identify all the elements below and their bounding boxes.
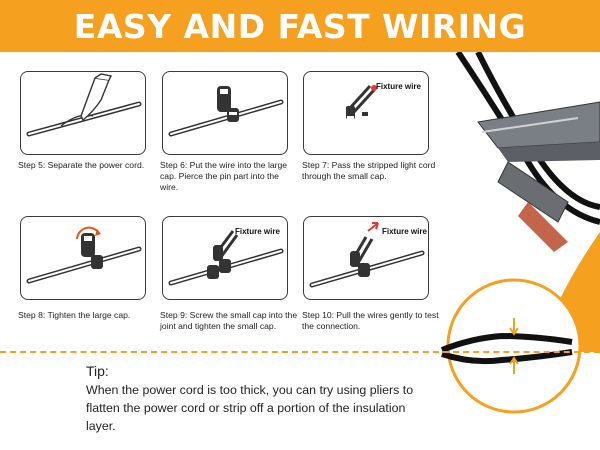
step-10-illustration: Fixture wire [303,216,429,300]
step-9-caption: Step 9: Screw the small cap into the joi… [160,310,298,331]
step-6-illustration [162,71,288,155]
tip-title: Tip: [86,363,109,379]
fixture-wire-label: Fixture wire [382,227,427,236]
separate-cord-drawing [26,73,142,137]
tighten-cap-drawing [26,226,142,284]
small-cap-drawing [346,84,377,119]
step-6-caption: Step 6: Put the wire into the large cap.… [160,160,288,192]
banner-title: EASY AND FAST WIRING [73,6,527,46]
step-8-illustration [20,216,146,300]
wire-closeup [432,278,592,423]
large-cap-drawing [168,86,284,137]
title-banner: EASY AND FAST WIRING [0,0,600,52]
step-5-illustration [20,71,146,155]
fixture-wire-label: Fixture wire [235,227,280,236]
screw-cap-drawing [168,230,284,286]
pliers-photo [438,50,600,357]
step-7-caption: Step 7: Pass the stripped light cord thr… [302,160,436,181]
tip-divider [0,351,600,353]
step-10-caption: Step 10: Pull the wires gently to test t… [302,310,439,331]
tip-body: When the power cord is too thick, you ca… [86,383,414,433]
pull-test-drawing [309,222,425,288]
step-9-illustration: Fixture wire [162,216,288,300]
step-5-caption: Step 5: Separate the power cord. [18,160,145,170]
step-8-caption: Step 8: Tighten the large cap. [18,310,131,320]
step-7-illustration: Fixture wire [303,71,429,155]
fixture-wire-label: Fixture wire [376,82,421,91]
